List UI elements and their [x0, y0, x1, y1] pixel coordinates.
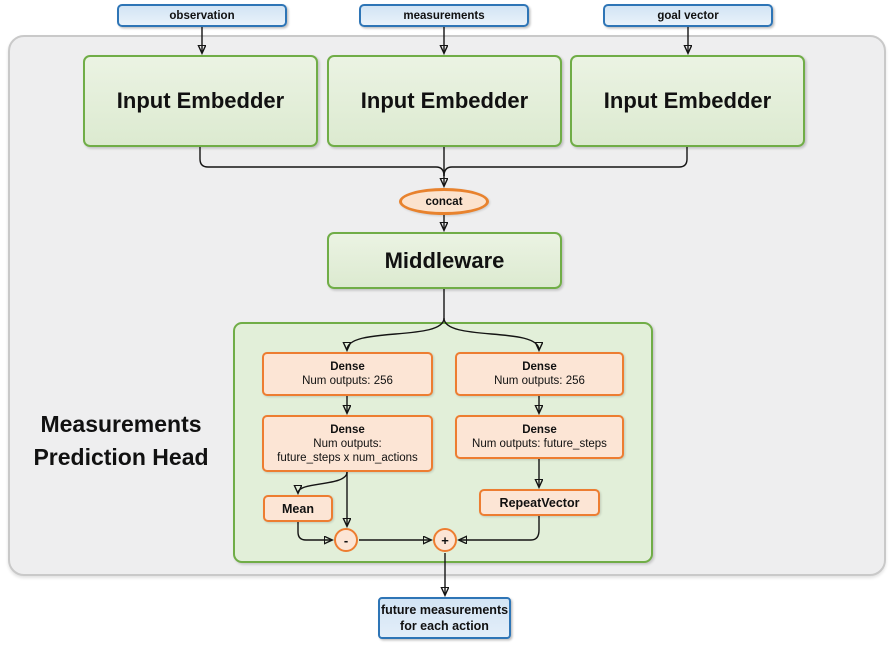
- subtract-op-symbol: -: [343, 532, 349, 548]
- middleware-label: Middleware: [384, 247, 505, 273]
- dense-right-1: Dense Num outputs: 256: [455, 352, 624, 396]
- dense-left-1-subtitle: Num outputs: 256: [302, 375, 393, 387]
- middleware-box: Middleware: [327, 232, 562, 289]
- embedder-label-3: Input Embedder: [603, 88, 772, 113]
- input-node-measurements: measurements: [359, 4, 529, 27]
- concat-node: concat: [399, 188, 489, 215]
- input-label-observation: observation: [169, 9, 235, 22]
- embedder-box-3: Input Embedder: [570, 55, 805, 147]
- prediction-head-title: Measurements Prediction Head: [33, 411, 209, 470]
- embedder-label-2: Input Embedder: [360, 88, 529, 113]
- dense-left-2-subtitle-1: Num outputs:: [313, 437, 382, 450]
- dense-right-1-title: Dense: [522, 361, 557, 373]
- input-node-observation: observation: [117, 4, 287, 27]
- concat-label: concat: [425, 195, 463, 208]
- dense-left-2-title: Dense: [330, 423, 365, 436]
- repeat-vector-box: RepeatVector: [479, 489, 600, 516]
- dense-left-2: Dense Num outputs: future_steps x num_ac…: [262, 415, 433, 472]
- input-node-goal-vector: goal vector: [603, 4, 773, 27]
- embedder-box-1: Input Embedder: [83, 55, 318, 147]
- input-label-goal-vector: goal vector: [657, 9, 719, 22]
- output-label-line1: future measurements: [380, 603, 509, 617]
- dense-left-2-subtitle-2: future_steps x num_actions: [277, 451, 418, 464]
- dense-right-2: Dense Num outputs: future_steps: [455, 415, 624, 459]
- subtract-op-node: -: [334, 528, 358, 552]
- dense-right-1-subtitle: Num outputs: 256: [494, 375, 585, 387]
- embedder-label-1: Input Embedder: [116, 88, 285, 113]
- output-node: future measurements for each action: [378, 597, 511, 639]
- dense-right-2-title: Dense: [522, 424, 557, 436]
- output-label-line2: for each action: [400, 619, 489, 633]
- dense-left-1-title: Dense: [330, 361, 365, 373]
- embedder-box-2: Input Embedder: [327, 55, 562, 147]
- mean-label: Mean: [282, 501, 314, 516]
- add-op-symbol: +: [441, 532, 449, 548]
- dense-right-2-subtitle: Num outputs: future_steps: [472, 438, 607, 450]
- add-op-node: +: [433, 528, 457, 552]
- mean-box: Mean: [263, 495, 333, 522]
- dense-left-1: Dense Num outputs: 256: [262, 352, 433, 396]
- input-label-measurements: measurements: [403, 9, 485, 22]
- repeat-vector-label: RepeatVector: [499, 495, 580, 510]
